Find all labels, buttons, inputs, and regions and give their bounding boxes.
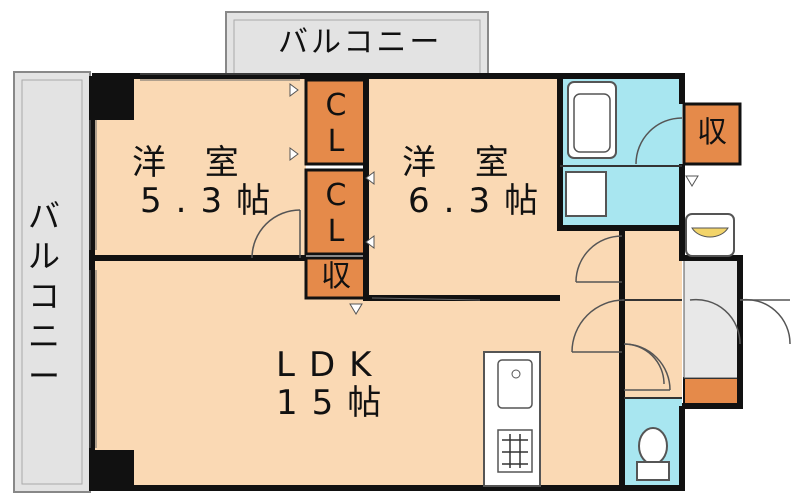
western-room-b-name: 洋 室 <box>402 143 523 183</box>
western-room-a-name: 洋 室 <box>132 143 253 183</box>
storage-right <box>682 102 742 166</box>
closet-upper-label: CL <box>325 88 347 159</box>
washing-machine-pan <box>565 171 607 217</box>
western-room-b-size: 6.3帖 <box>408 181 553 221</box>
balcony-top <box>225 11 489 75</box>
closet-lower <box>304 168 368 256</box>
balcony-left <box>13 71 91 493</box>
storage-center-label: 収 <box>321 259 351 294</box>
balcony-left-label: バルコニー <box>27 197 60 395</box>
storage-right-label: 収 <box>697 115 727 150</box>
ldk-name: LDK <box>276 345 386 385</box>
balcony-top-label: バルコニー <box>278 25 443 60</box>
shoe-storage <box>683 377 741 407</box>
western-room-a-size: 5.3帖 <box>140 181 285 221</box>
ldk-size: 15帖 <box>276 383 396 423</box>
toilet-bowl <box>638 427 668 465</box>
closet-lower-label: CL <box>325 178 347 249</box>
bathtub <box>567 81 617 159</box>
closet-upper <box>304 78 368 166</box>
